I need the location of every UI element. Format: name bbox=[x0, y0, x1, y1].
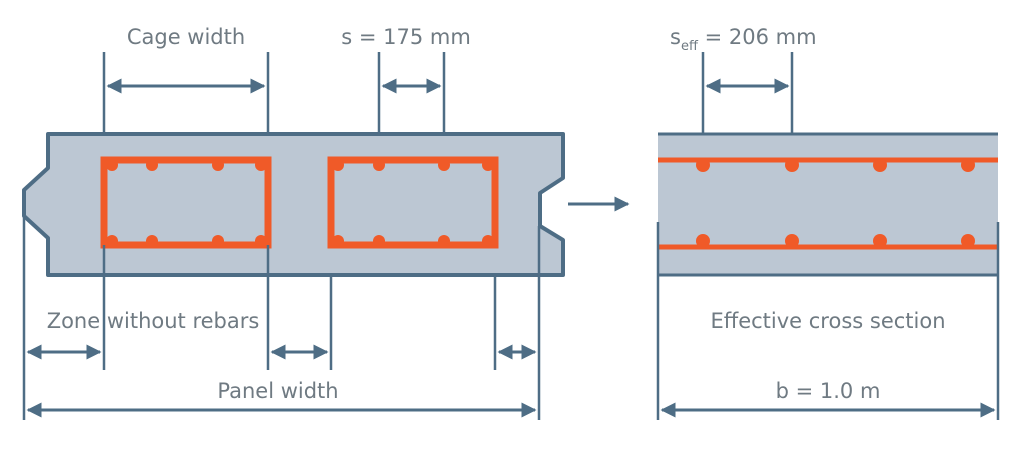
rebar-dot bbox=[785, 234, 799, 248]
effective-section-body bbox=[658, 134, 998, 275]
zone-without-rebars-label: Zone without rebars bbox=[47, 309, 260, 333]
rebar-dot bbox=[212, 235, 224, 247]
rebar-dot bbox=[785, 158, 799, 172]
b-value-label: b = 1.0 m bbox=[776, 379, 881, 403]
bottom-extension-lines bbox=[22, 216, 541, 420]
cage-right-stirrup bbox=[327, 156, 499, 249]
effective-section: seff = 206 mm Effective cross section b … bbox=[656, 25, 1000, 420]
rebar-dot bbox=[482, 235, 494, 247]
s-eff-label: seff = 206 mm bbox=[670, 25, 817, 54]
rebar-cage-right bbox=[327, 156, 499, 249]
panel-width-label: Panel width bbox=[217, 379, 338, 403]
panel-outline bbox=[22, 132, 565, 277]
rebar-dot bbox=[373, 235, 385, 247]
rebar-dot bbox=[696, 234, 710, 248]
rebar-dot bbox=[482, 159, 494, 171]
panel-section: Cage width s = 175 mm Zone without rebar… bbox=[22, 25, 565, 420]
rebar-dot bbox=[255, 235, 267, 247]
cage-left-stirrup bbox=[100, 156, 272, 249]
top-extension-lines bbox=[102, 52, 446, 134]
rebar-cage-left bbox=[100, 156, 272, 249]
rebar-dot bbox=[146, 235, 158, 247]
rebar-dot bbox=[961, 234, 975, 248]
effective-cross-section-label: Effective cross section bbox=[710, 309, 945, 333]
rebar-dot bbox=[961, 158, 975, 172]
rebar-dot bbox=[373, 159, 385, 171]
rebar-dot bbox=[212, 159, 224, 171]
spacing-label: s = 175 mm bbox=[341, 25, 471, 49]
rebar-dot bbox=[438, 159, 450, 171]
cage-width-label: Cage width bbox=[127, 25, 245, 49]
rebar-dot bbox=[332, 159, 344, 171]
rebar-dot bbox=[332, 235, 344, 247]
rebar-dot bbox=[255, 159, 267, 171]
rebar-dot bbox=[438, 235, 450, 247]
rebar-dot bbox=[696, 158, 710, 172]
rebar-dot bbox=[873, 234, 887, 248]
rebar-dot bbox=[106, 235, 118, 247]
rebar-dot bbox=[106, 159, 118, 171]
rebar-dot bbox=[873, 158, 887, 172]
rebar-dot bbox=[146, 159, 158, 171]
